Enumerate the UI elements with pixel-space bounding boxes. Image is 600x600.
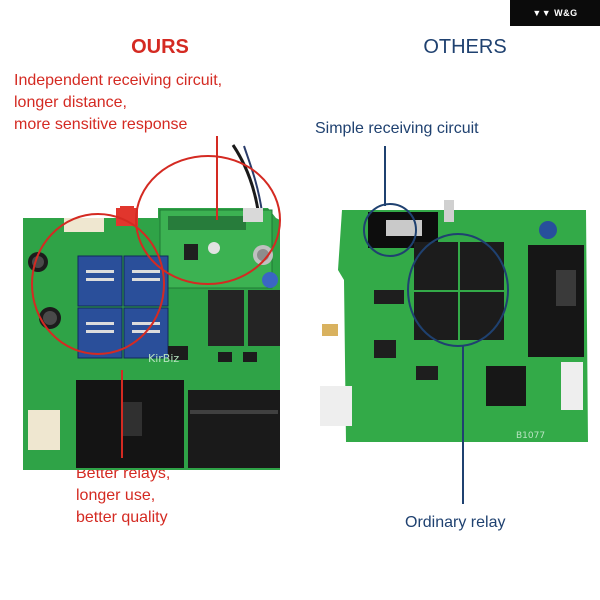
- ours-relay-leader-line: [121, 370, 123, 458]
- others-relay-text: Ordinary relay: [405, 514, 506, 531]
- ours-relay-line-3: better quality: [76, 509, 168, 526]
- ours-receiving-leader-line: [216, 136, 218, 220]
- ours-receiving-line-2: longer distance,: [14, 94, 127, 111]
- ours-relay-line-2: longer use,: [76, 487, 156, 504]
- brand-text: W&G: [554, 8, 578, 18]
- others-receiving-text: Simple receiving circuit: [315, 120, 479, 137]
- ours-board-label: KirBiz: [148, 352, 179, 365]
- ours-receiving-line-1: Independent receiving circuit,: [14, 72, 223, 89]
- ours-relay-text: Better relays, longer use, better qualit…: [76, 463, 170, 529]
- others-receiving-leader-line: [384, 146, 386, 206]
- others-title: OTHERS: [423, 36, 507, 58]
- ours-title: OURS: [131, 36, 189, 58]
- brand-badge: ▼▼ W&G: [510, 0, 600, 26]
- others-board-image: B1077: [316, 190, 596, 450]
- ours-receiving-text: Independent receiving circuit, longer di…: [14, 70, 222, 136]
- wing-icon: ▼▼: [532, 8, 552, 18]
- ours-board-image: KirBiz: [18, 140, 303, 470]
- others-board-label: B1077: [516, 431, 545, 441]
- others-relay-leader-line: [462, 346, 464, 504]
- ours-receiving-line-3: more sensitive response: [14, 116, 188, 133]
